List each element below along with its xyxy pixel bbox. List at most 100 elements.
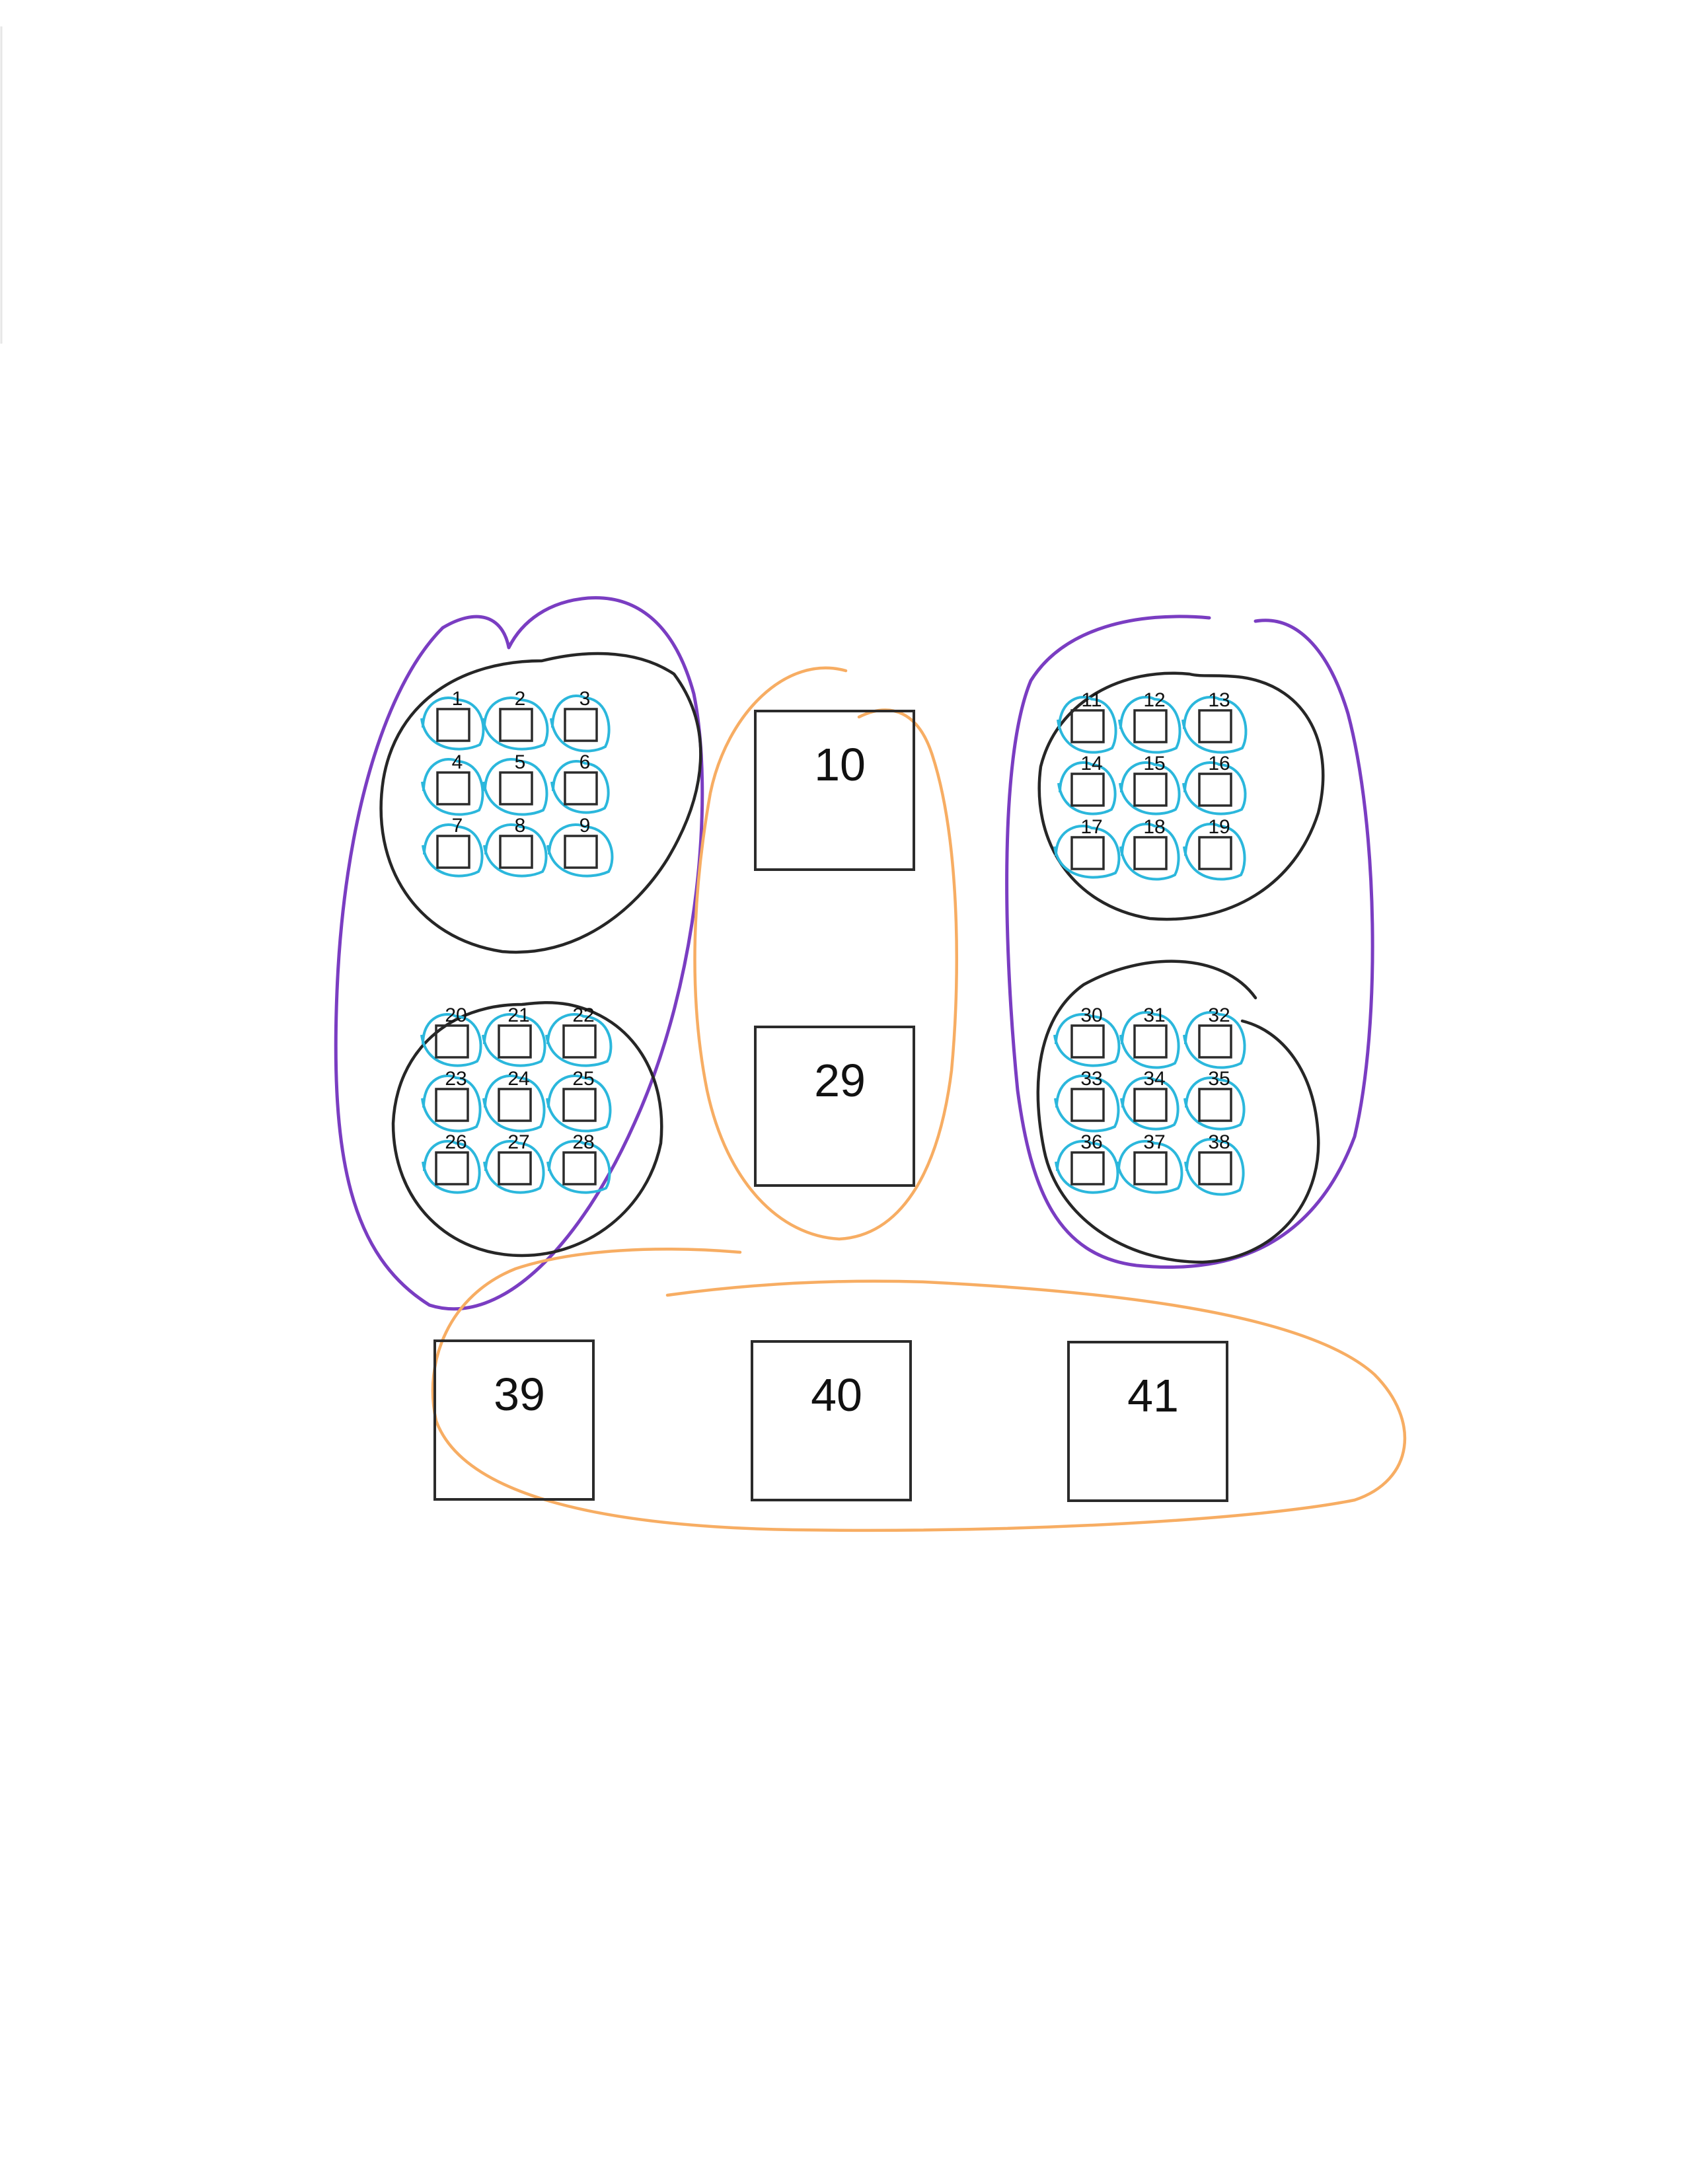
- seat-box: [436, 835, 470, 869]
- box-40-label: 40: [811, 1369, 862, 1421]
- seat-box: [1070, 1151, 1105, 1186]
- blue-loop: [1119, 823, 1180, 881]
- seat-box: [499, 835, 533, 869]
- blue-loop: [1116, 1140, 1183, 1194]
- seat-box: [1198, 772, 1232, 807]
- blue-loop: [546, 823, 614, 878]
- seat-box: [498, 1024, 532, 1059]
- seat-box: [562, 1088, 597, 1122]
- blue-loop: [482, 1013, 546, 1067]
- seat-label: 8: [515, 815, 526, 837]
- blue-loop: [422, 823, 484, 878]
- blue-loop: [1057, 696, 1117, 754]
- blue-loop: [422, 1140, 481, 1194]
- blue-loop: [545, 1013, 613, 1067]
- seat-label: 21: [507, 1004, 529, 1026]
- blue-loop: [1183, 1076, 1246, 1131]
- blue-loop: [550, 760, 610, 814]
- box-10-label: 10: [814, 739, 866, 790]
- seat-label: 14: [1080, 753, 1102, 774]
- seat-label: 7: [452, 815, 463, 837]
- blue-loop: [1118, 696, 1181, 754]
- black-loop-top-right: [1037, 671, 1325, 921]
- blue-loop: [1183, 1011, 1246, 1069]
- black-loop-bottom-left: [391, 1001, 663, 1258]
- seat-label: 12: [1143, 689, 1165, 711]
- seat-box: [1133, 709, 1168, 743]
- blue-loop: [482, 1074, 546, 1133]
- seat-box: [499, 771, 533, 806]
- box-10: [754, 710, 915, 871]
- seat-box: [1133, 836, 1168, 870]
- seat-box: [1133, 1088, 1168, 1122]
- blue-loop: [482, 758, 548, 816]
- seat-label: 31: [1143, 1004, 1165, 1026]
- seat-label: 6: [580, 751, 591, 773]
- seat-box: [1198, 1024, 1232, 1059]
- seat-box: [436, 771, 470, 806]
- seat-label: 15: [1143, 753, 1165, 774]
- box-40: [751, 1340, 912, 1501]
- blue-loop: [1119, 761, 1181, 815]
- blue-loop: [421, 1074, 482, 1133]
- seat-label: 9: [580, 815, 591, 837]
- seat-label: 11: [1081, 689, 1102, 711]
- seat-box: [435, 1088, 469, 1122]
- seat-box: [1198, 709, 1232, 743]
- box-41-label: 41: [1127, 1370, 1179, 1421]
- seat-box: [1198, 1151, 1232, 1186]
- seat-label: 3: [580, 688, 591, 710]
- seat-label: 23: [445, 1068, 467, 1090]
- blue-loop: [1120, 1076, 1180, 1131]
- seat-label: 22: [572, 1004, 594, 1026]
- blue-loop: [420, 1013, 482, 1067]
- seat-box: [498, 1088, 532, 1122]
- seat-box: [1198, 1088, 1232, 1122]
- blue-loop: [550, 695, 611, 753]
- box-39: [433, 1339, 595, 1501]
- seat-box: [1070, 836, 1105, 870]
- blue-loop: [483, 823, 548, 878]
- seat-label: 28: [572, 1131, 594, 1153]
- seat-label: 2: [515, 688, 526, 710]
- seat-box: [435, 1151, 469, 1186]
- orange-loop-center: [693, 666, 959, 1241]
- blue-loop: [1053, 1013, 1121, 1067]
- purple-loop-left: [334, 596, 704, 1311]
- seat-label: 36: [1080, 1131, 1102, 1153]
- blue-loop: [1053, 825, 1121, 879]
- box-41: [1067, 1341, 1228, 1502]
- purple-loop-right: [1005, 615, 1374, 1269]
- blue-loop: [1183, 823, 1246, 881]
- black-loop-top-left: [379, 652, 702, 954]
- seat-box: [564, 771, 598, 806]
- seat-label: 32: [1208, 1004, 1230, 1026]
- seat-label: 30: [1080, 1004, 1102, 1026]
- seat-box: [562, 1151, 597, 1186]
- seat-box: [562, 1024, 597, 1059]
- box-39-label: 39: [494, 1369, 545, 1420]
- box-29: [754, 1026, 915, 1187]
- seat-label: 33: [1080, 1068, 1102, 1090]
- blue-loop: [546, 1074, 612, 1133]
- seat-box: [1070, 709, 1105, 743]
- blue-loop: [546, 1140, 611, 1194]
- seat-box: [1070, 1024, 1105, 1059]
- black-loop-bottom-right: [1036, 960, 1320, 1264]
- blue-loop: [483, 1140, 545, 1194]
- seat-label: 34: [1143, 1068, 1165, 1090]
- seat-label: 20: [445, 1004, 467, 1026]
- blue-loop: [482, 697, 549, 751]
- seat-box: [564, 708, 598, 742]
- seat-box: [1070, 772, 1105, 807]
- seat-label: 18: [1143, 816, 1165, 838]
- seat-label: 4: [452, 751, 463, 773]
- blue-loop: [421, 758, 484, 816]
- blue-loop: [1057, 761, 1117, 815]
- seat-label: 24: [507, 1068, 529, 1090]
- seat-box: [564, 835, 598, 869]
- seat-label: 5: [515, 751, 526, 773]
- seat-box: [435, 1024, 469, 1059]
